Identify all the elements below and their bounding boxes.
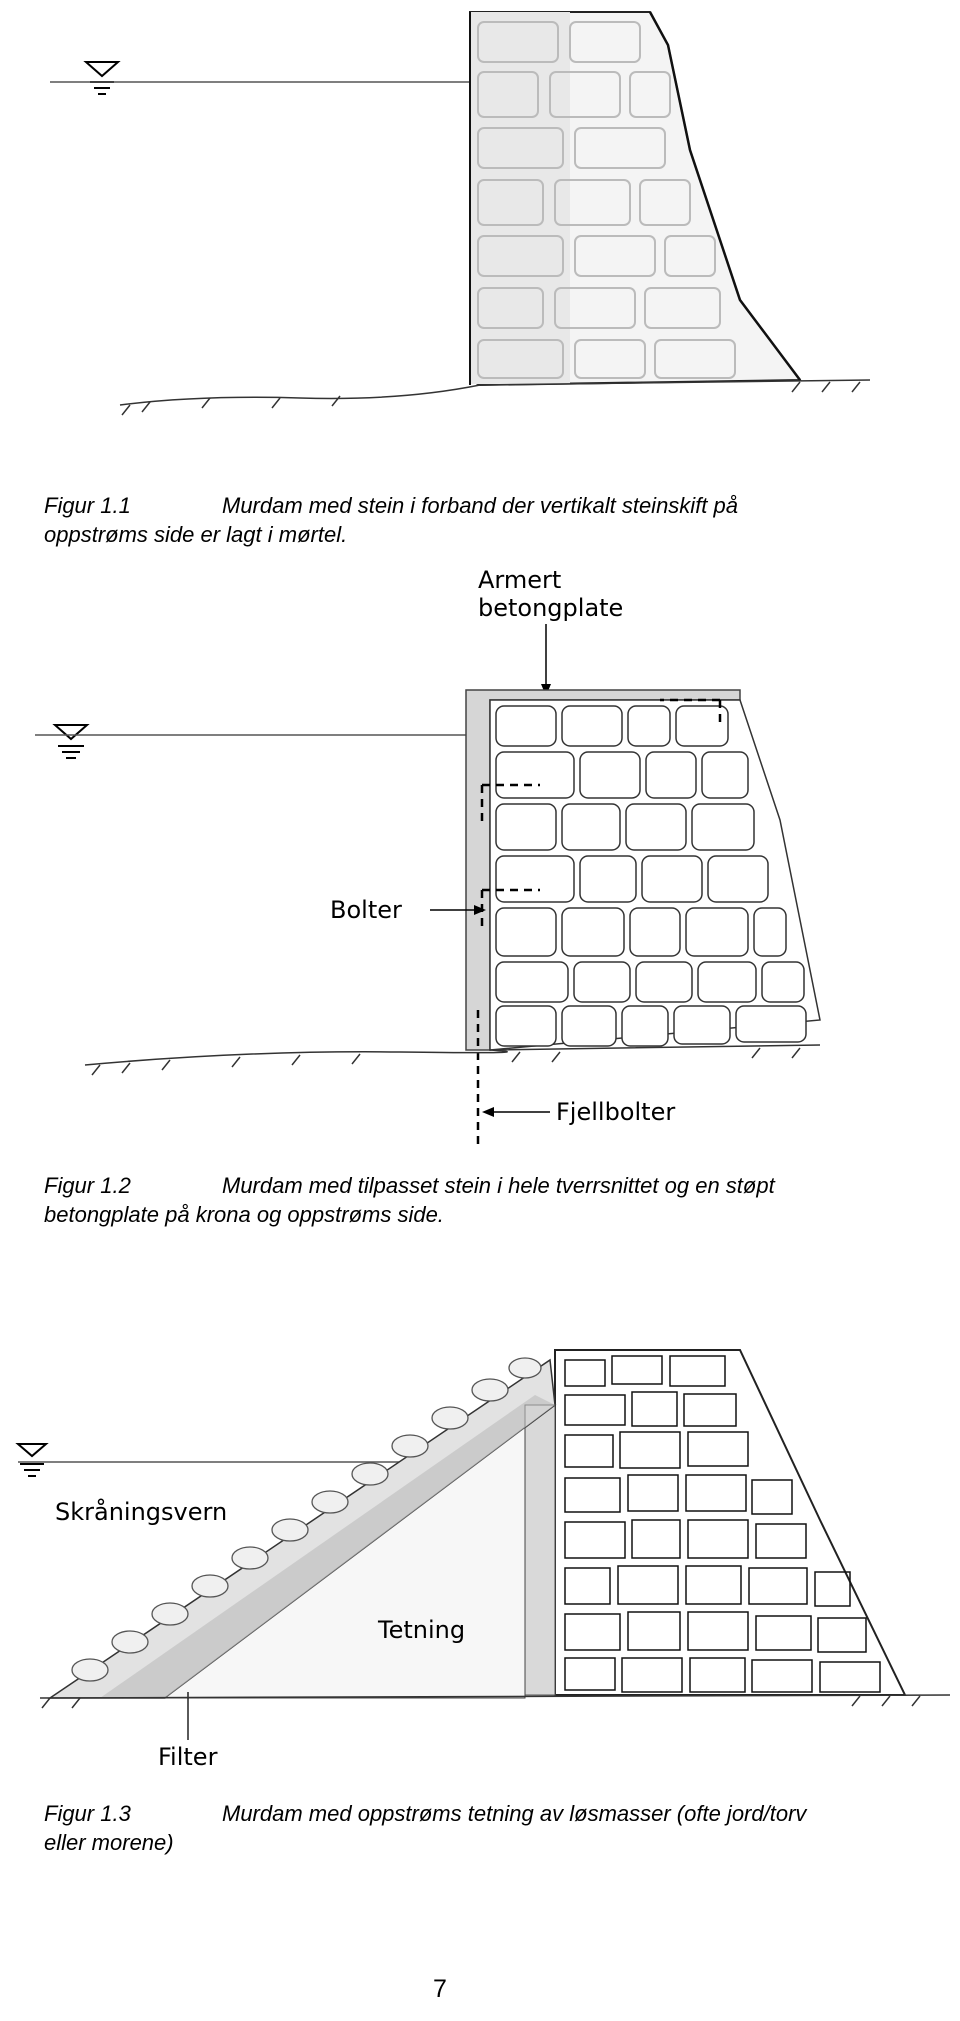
caption-text: eller morene) xyxy=(44,1830,174,1855)
bolts xyxy=(476,698,722,1150)
figure-number: Figur 1.3 xyxy=(44,1801,131,1826)
figure-1-3-drawing: Skråningsvern Tetning Filter xyxy=(15,1349,951,1771)
figure-number: Figur 1.2 xyxy=(44,1173,131,1198)
tetning-label: Tetning xyxy=(377,1616,465,1644)
ground-line xyxy=(84,1044,821,1076)
caption-text: Murdam med oppstrøms tetning av løsmasse… xyxy=(222,1801,807,1826)
water-level-icon xyxy=(52,724,90,759)
caption-text: Murdam med tilpasset stein i hele tverrs… xyxy=(222,1173,775,1198)
skraningsvern-label: Skråningsvern xyxy=(55,1497,227,1526)
caption-text: betongplate på krona og oppstrøms side. xyxy=(44,1202,444,1227)
stone-dam xyxy=(489,699,821,1051)
rockfill-body xyxy=(554,1349,907,1696)
figure-1-3: Skråningsvern Tetning Filter xyxy=(0,1320,960,1790)
water-level-icon xyxy=(15,1443,49,1477)
figure-1-1-caption: Figur 1.1 Murdam med stein i forband der … xyxy=(44,491,954,549)
water-level-icon xyxy=(83,61,121,95)
figure-1-3-caption: Figur 1.3 Murdam med oppstrøms tetning av… xyxy=(44,1799,954,1857)
caption-text: Murdam med stein i forband der vertikalt… xyxy=(222,493,739,518)
figure-1-2: Armert betongplate xyxy=(0,560,960,1160)
figure-1-2-drawing: Armert betongplate xyxy=(35,566,821,1150)
filter-band xyxy=(524,1404,556,1696)
bolter-label: Bolter xyxy=(330,896,402,924)
caption-text: oppstrøms side er lagt i mørtel. xyxy=(44,522,348,547)
figure-1-2-caption: Figur 1.2 Murdam med tilpasset stein i he… xyxy=(44,1171,954,1229)
ground-line xyxy=(39,1694,951,1709)
fjellbolter-label: Fjellbolter xyxy=(556,1098,675,1126)
filter-label: Filter xyxy=(158,1743,218,1771)
page-number: 7 xyxy=(433,1975,447,2003)
armert-label: Armert xyxy=(478,566,561,594)
slope-protection xyxy=(47,1357,557,1699)
figure-1-1-drawing xyxy=(50,11,871,416)
masonry-dam xyxy=(469,11,802,387)
ground-line xyxy=(119,379,871,416)
figure-number: Figur 1.1 xyxy=(44,493,131,518)
figure-1-1 xyxy=(0,0,960,470)
betongplate-label: betongplate xyxy=(478,594,623,622)
